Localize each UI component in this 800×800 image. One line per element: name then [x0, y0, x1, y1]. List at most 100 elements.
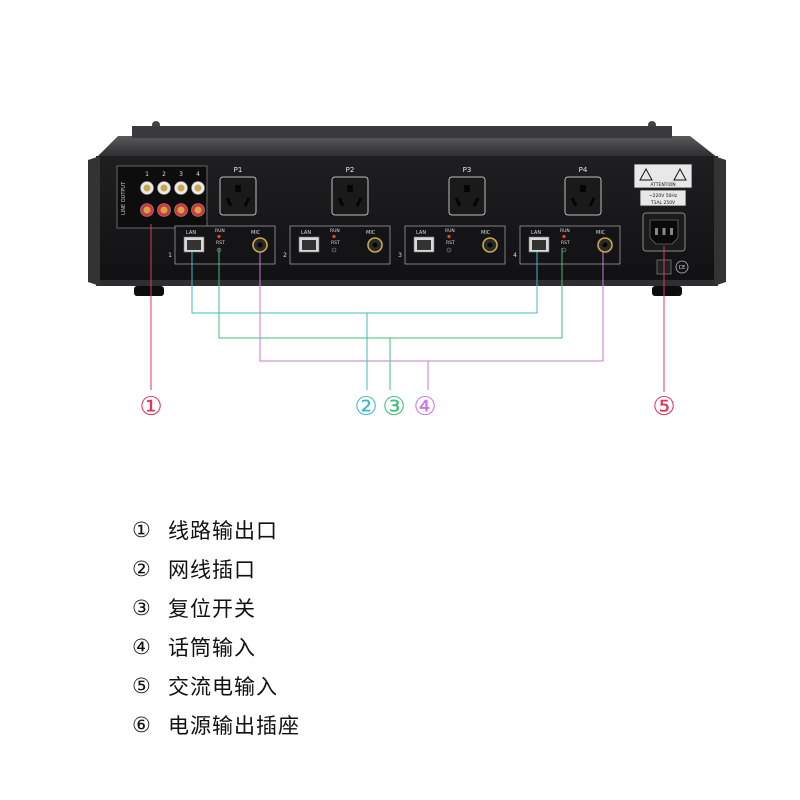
rst-label: RST [331, 240, 340, 246]
outlet-slot [580, 185, 586, 192]
legend-number: ① [132, 517, 151, 542]
rca-jack-center-icon [143, 184, 151, 192]
legend-text: 话筒输入 [168, 635, 256, 660]
line-output-channel-label: 2 [162, 171, 166, 178]
outlet-slot [454, 197, 462, 207]
reset-button-icon[interactable] [331, 247, 337, 253]
ac-inlet-pin [655, 228, 658, 235]
mic-label: MIC [366, 230, 376, 236]
legend-item: ⑥ 电源输出插座 [132, 705, 300, 744]
outlet-slot [464, 185, 470, 192]
outlet-label: P2 [346, 166, 355, 174]
outlet-slot [570, 197, 578, 207]
callout-4: ④ [413, 392, 436, 422]
rca-jack-center-icon [160, 206, 168, 214]
legend-number: ③ [132, 595, 151, 620]
rst-label: RST [446, 240, 455, 246]
rear-panel-bottom-edge [96, 280, 718, 286]
outlet-slot [472, 197, 480, 207]
lan-port-socket [187, 240, 201, 250]
mic-jack-hole [487, 242, 493, 248]
attention-label: ATTENTION [650, 182, 675, 188]
line-output-block [116, 165, 208, 229]
run-label: RUN [330, 228, 340, 234]
run-label: RUN [215, 228, 225, 234]
legend-number: ② [132, 556, 151, 581]
mic-jack-hole [257, 242, 263, 248]
run-label: RUN [445, 228, 455, 234]
power-outlet-icon [331, 176, 369, 216]
legend-number: ⑤ [132, 673, 151, 698]
foot-left [134, 286, 164, 296]
leader-line-4 [259, 252, 604, 362]
warning-triangle-icon [639, 167, 653, 181]
outlet-slot [235, 185, 241, 192]
lan-port-socket [302, 240, 316, 250]
run-led-icon [447, 234, 451, 239]
run-label: RUN [560, 228, 570, 234]
rst-label: RST [216, 240, 225, 246]
rca-jack-center-icon [194, 184, 202, 192]
reset-button-icon[interactable] [561, 247, 567, 253]
ce-mark-icon [675, 260, 689, 274]
outlet-label: P4 [579, 166, 588, 174]
module-index: 4 [513, 252, 517, 259]
warning-triangle-icon [673, 167, 687, 181]
legend-text: 线路输出口 [168, 518, 278, 543]
power-outlet-icon [219, 176, 257, 216]
lan-port-socket [532, 240, 546, 250]
outlet-slot [225, 197, 233, 207]
top-lip [132, 126, 672, 138]
ce-mark: CE [679, 265, 686, 271]
rack-ear-right [714, 156, 726, 286]
fuse-rating-text: T1AL 250V [650, 200, 676, 206]
rst-label: RST [561, 240, 570, 246]
power-outlet-icon [448, 176, 486, 216]
lan-label: LAN [531, 230, 541, 236]
outlet-label: P3 [463, 166, 472, 174]
mic-label: MIC [481, 230, 491, 236]
rating-label-box [639, 189, 687, 207]
legend-text: 交流电输入 [168, 674, 278, 699]
chassis-top [96, 136, 718, 158]
rca-jack-center-icon [194, 206, 202, 214]
lan-label: LAN [301, 230, 311, 236]
legend-item: ① 线路输出口 [132, 510, 300, 549]
rca-jack-center-icon [177, 184, 185, 192]
module-index: 2 [283, 252, 287, 259]
leader-line-2 [191, 252, 538, 314]
module-index: 1 [168, 252, 172, 259]
reset-button-icon[interactable] [446, 247, 452, 253]
legend-text: 电源输出插座 [168, 713, 300, 738]
run-led-icon [332, 234, 336, 239]
line-output-channel-label: 4 [196, 171, 200, 178]
power-rating-text: ~220V 50Hz [649, 193, 678, 199]
line-output-label: LINE OUTPUT [121, 181, 127, 215]
mic-label: MIC [596, 230, 606, 236]
rca-jack-center-icon [160, 184, 168, 192]
run-led-icon [562, 234, 566, 239]
lan-port-socket [417, 240, 431, 250]
rca-jack-center-icon [143, 206, 151, 214]
legend-text: 网线插口 [168, 557, 256, 582]
lan-label: LAN [416, 230, 426, 236]
mic-jack-hole [602, 242, 608, 248]
legend-item: ③ 复位开关 [132, 588, 300, 627]
ac-inlet-pin [662, 228, 666, 235]
outlet-slot [347, 185, 353, 192]
mic-label: MIC [251, 230, 261, 236]
legend-item: ⑤ 交流电输入 [132, 666, 300, 705]
outlet-slot [355, 197, 363, 207]
mic-jack-hole [372, 242, 378, 248]
run-led-icon [217, 234, 221, 239]
legend-text: 复位开关 [168, 596, 256, 621]
lan-label: LAN [186, 230, 196, 236]
line-output-channel-label: 3 [179, 171, 183, 178]
legend-number: ⑥ [132, 712, 151, 737]
